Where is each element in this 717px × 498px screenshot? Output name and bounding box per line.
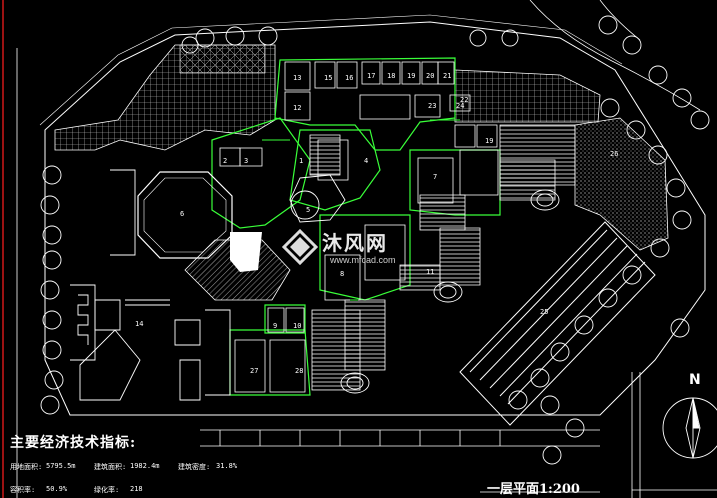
southwest-wing (70, 169, 231, 401)
title-frame (480, 372, 717, 498)
indicator-table-title: 主要经济技术指标: (10, 435, 137, 451)
site-boundary (44, 21, 706, 416)
north-label: N (689, 372, 701, 388)
room-number: 9 (273, 322, 278, 330)
room-number: 7 (433, 173, 438, 181)
room-number: 25 (540, 308, 549, 316)
room-number: 1 (299, 157, 304, 165)
building-rooms (219, 61, 499, 393)
north-arrow (662, 397, 717, 459)
indicator-value-far: 50.9% (46, 485, 68, 493)
room-number: 12 (293, 104, 302, 112)
room-number: 23 (428, 102, 437, 110)
room-number: 20 (426, 72, 435, 80)
room-number: 14 (135, 320, 144, 328)
plaza-hatch-north (179, 44, 266, 74)
plan-title: 一层平面1:200 (487, 482, 580, 497)
room-number: 5 (306, 206, 311, 214)
watermark-text: 沐风网 (322, 231, 388, 255)
watermark: 沐风网 www.mfcad.com (280, 227, 440, 271)
indicator-label-far: 容积率: (10, 486, 36, 494)
indicator-value-floor-area: 1982.4m (130, 462, 160, 470)
diagonal-strip (459, 221, 656, 426)
planters (290, 189, 560, 394)
indicator-label-density: 建筑密度: (178, 463, 211, 471)
room-number: 6 (180, 210, 185, 218)
room-number: 24 (456, 102, 465, 110)
indicator-value-green-ratio: 218 (130, 485, 143, 493)
indicator-value-density: 31.8% (216, 462, 238, 470)
room-number: 2 (223, 157, 228, 165)
watermark-url: www.mfcad.com (330, 255, 396, 265)
room-number: 15 (324, 74, 333, 82)
watermark-logo-icon (281, 228, 319, 266)
room-number: 11 (426, 268, 435, 276)
octagon-hall (137, 171, 233, 259)
room-number: 28 (295, 367, 304, 375)
room-number: 19 (485, 137, 494, 145)
room-number: 4 (364, 157, 369, 165)
trees (40, 15, 710, 465)
indicator-label-site-area: 用地面积: (10, 463, 43, 471)
room-number: 13 (293, 74, 302, 82)
bottom-ruler (200, 429, 600, 447)
indicator-label-green-ratio: 绿化率: (94, 486, 120, 494)
room-number: 27 (250, 367, 259, 375)
indicator-value-site-area: 5795.5m (46, 462, 76, 470)
room-number: 16 (345, 74, 354, 82)
plaza-hatch-northeast (454, 69, 601, 123)
road-curves (16, 0, 701, 498)
room-number: 10 (293, 322, 302, 330)
room-number: 19 (407, 72, 416, 80)
planting-dots-east (574, 117, 669, 251)
room-number: 8 (340, 270, 345, 278)
room-number: 18 (387, 72, 396, 80)
indicator-label-floor-area: 建筑面积: (94, 463, 127, 471)
room-number: 17 (367, 72, 376, 80)
room-number: 26 (610, 150, 619, 158)
step-bands (309, 124, 576, 391)
room-number: 21 (443, 72, 452, 80)
green-accents (262, 119, 460, 301)
room-number: 3 (244, 157, 249, 165)
solid-block (230, 232, 262, 272)
room-number: 22 (460, 96, 469, 104)
